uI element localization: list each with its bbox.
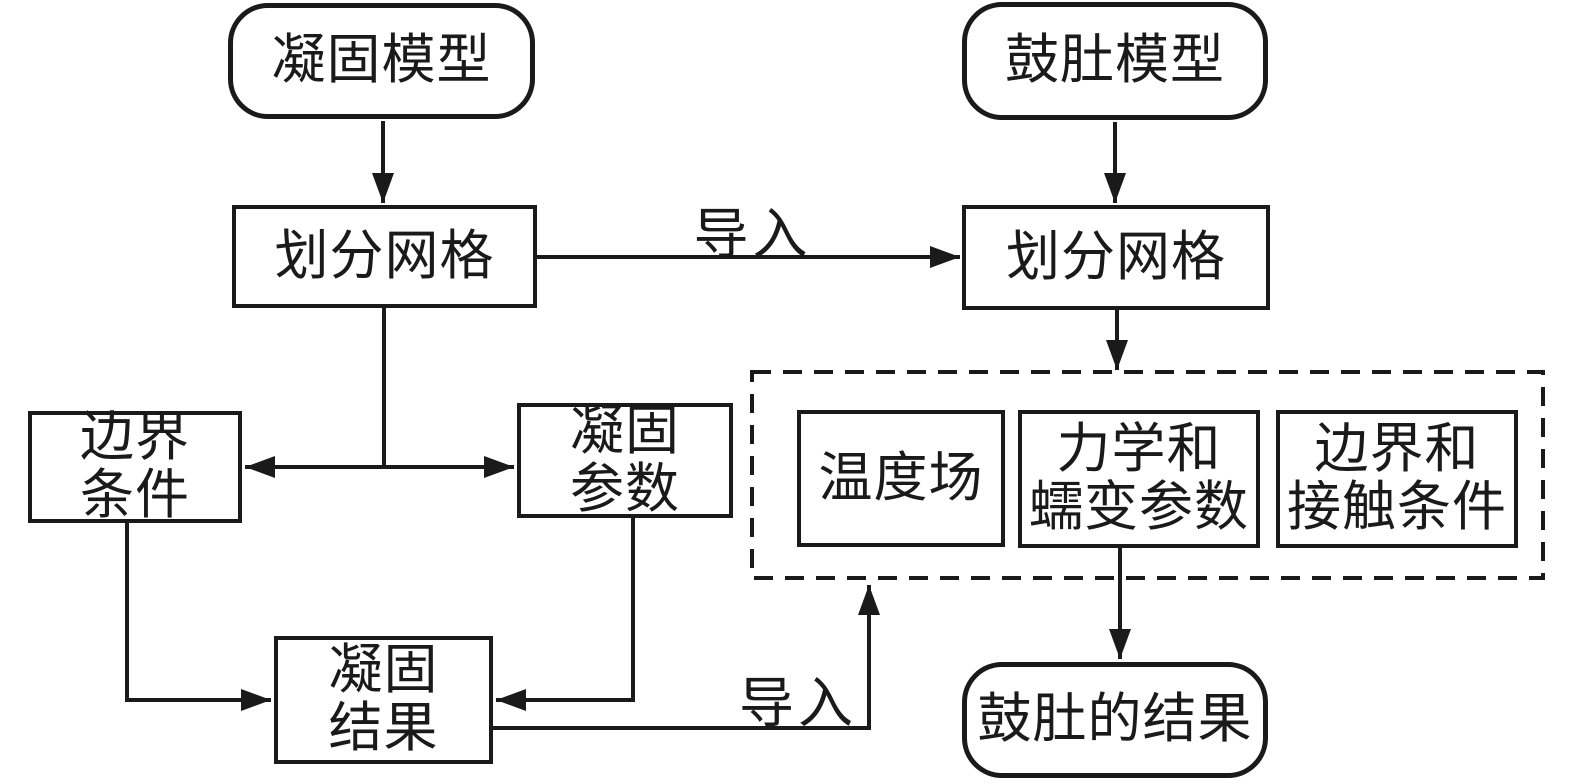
node-boundary-contact-conditions: 边界和 接触条件 bbox=[1276, 410, 1518, 548]
node-temperature-field: 温度场 bbox=[797, 410, 1005, 547]
edge-label-import-bottom: 导入 bbox=[738, 673, 857, 734]
node-mesh-right: 划分网格 bbox=[962, 205, 1270, 310]
node-solidification-model: 凝固模型 bbox=[228, 3, 535, 119]
edge-label-import-top: 导入 bbox=[693, 204, 812, 265]
node-solidification-result: 凝固 结果 bbox=[274, 636, 493, 764]
node-mechanical-creep-params: 力学和 蠕变参数 bbox=[1018, 410, 1260, 548]
arrow-boundary-to-result bbox=[125, 523, 271, 711]
node-mesh-left: 划分网格 bbox=[232, 205, 537, 308]
parameter-group-dashed-box bbox=[750, 370, 1545, 580]
node-boundary-conditions: 边界 条件 bbox=[28, 408, 242, 524]
arrow-import-bottom bbox=[493, 585, 880, 730]
node-bulging-result: 鼓肚的结果 bbox=[962, 662, 1268, 778]
node-solidification-params: 凝固 参数 bbox=[517, 402, 733, 518]
node-bulging-model: 鼓肚模型 bbox=[962, 2, 1268, 120]
arrow-params-to-result bbox=[496, 518, 635, 711]
